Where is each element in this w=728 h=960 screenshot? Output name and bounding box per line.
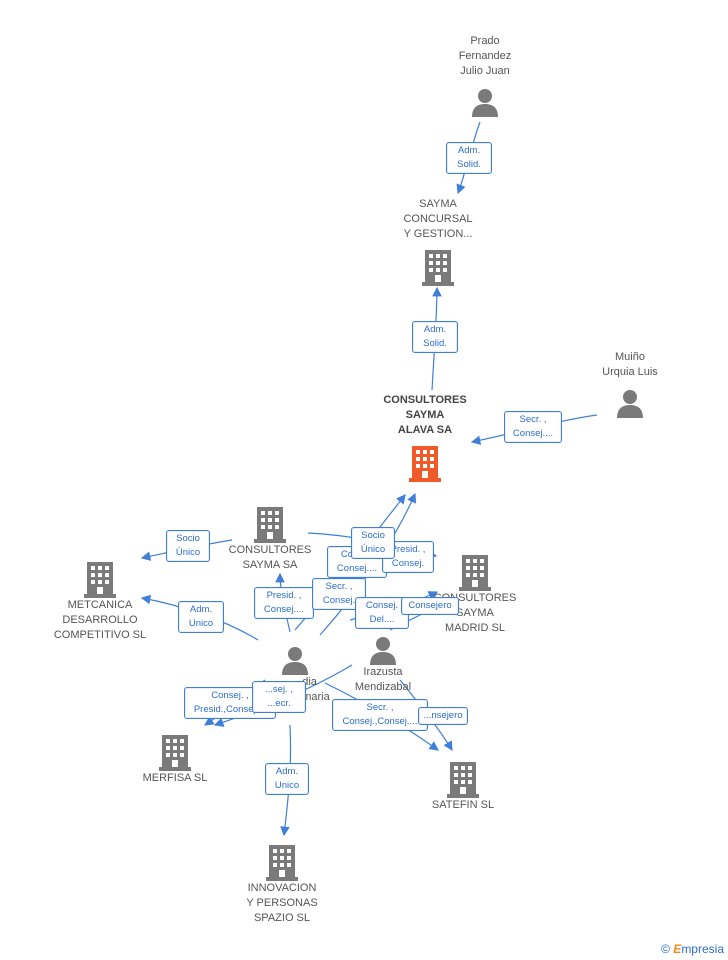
building-icon	[422, 250, 454, 286]
node-label: CONSULTORES SAYMA SA	[228, 544, 312, 571]
node-label: SAYMA CONCURSAL Y GESTION...	[403, 198, 473, 240]
footer-brand: © Empresia	[661, 942, 724, 956]
relation-label[interactable]: Presid. , Consej.	[382, 541, 434, 573]
node-innovacion[interactable]: INNOVACION Y PERSONAS SPAZIO SL	[232, 843, 332, 926]
person-icon	[472, 89, 498, 117]
node-label: Muiño Urquia Luis	[602, 351, 658, 378]
relation-label[interactable]: Consej. Del....	[355, 597, 409, 629]
node-label: SATEFIN SL	[431, 799, 495, 811]
copyright-icon: ©	[661, 942, 670, 956]
node-muino[interactable]: Muiño Urquia Luis	[585, 350, 675, 418]
building-icon	[459, 555, 491, 591]
node-label: Irazusta Mendizabal	[354, 666, 412, 693]
node-label: INNOVACION Y PERSONAS SPAZIO SL	[246, 882, 318, 924]
relation-label[interactable]: Secr. , Consej.,Consej....	[332, 699, 428, 731]
node-prado[interactable]: Prado Fernandez Julio Juan	[430, 34, 540, 117]
node-sayma-concursal[interactable]: SAYMA CONCURSAL Y GESTION...	[388, 197, 488, 286]
relation-label[interactable]: ...nsejero	[418, 707, 468, 725]
building-icon	[266, 845, 298, 881]
node-merfisa[interactable]: MERFISA SL	[130, 733, 220, 786]
relation-label[interactable]: Adm. Solid.	[412, 321, 458, 353]
person-icon	[370, 637, 396, 665]
relation-label[interactable]: Presid. , Consej....	[254, 587, 314, 619]
building-icon	[254, 507, 286, 543]
person-icon	[617, 390, 643, 418]
node-metcanica[interactable]: METCANICA DESARROLLO COMPETITIVO SL	[45, 560, 155, 643]
building-icon	[84, 562, 116, 598]
node-consultores-sa[interactable]: CONSULTORES SAYMA SA	[218, 505, 322, 573]
person-icon	[282, 647, 308, 675]
node-consultores-alava[interactable]: CONSULTORES SAYMA ALAVA SA	[370, 393, 480, 482]
building-icon	[159, 735, 191, 771]
node-label: METCANICA DESARROLLO COMPETITIVO SL	[53, 599, 147, 641]
brand-logo-letter: E	[673, 942, 682, 956]
node-satefin[interactable]: SATEFIN SL	[418, 760, 508, 813]
relation-label[interactable]: Adm. Solid.	[446, 142, 492, 174]
building-icon-main	[409, 446, 441, 482]
relation-label[interactable]: Socio Único	[351, 527, 395, 559]
relation-label[interactable]: Consejero	[401, 597, 459, 615]
node-label: MERFISA SL	[142, 772, 208, 784]
node-madrid[interactable]: CONSULTORES SAYMA MADRID SL	[425, 553, 525, 636]
brand-name: mpresia	[681, 942, 724, 956]
relation-label[interactable]: ...sej. , ...ecr.	[252, 681, 306, 713]
node-label: CONSULTORES SAYMA ALAVA SA	[383, 394, 467, 436]
relation-label[interactable]: Adm. Unico	[178, 601, 224, 633]
relation-label[interactable]: Adm. Unico	[265, 763, 309, 795]
node-irazusta[interactable]: Irazusta Mendizabal	[338, 635, 428, 695]
relation-label[interactable]: Secr. , Consej....	[504, 411, 562, 443]
node-label: Prado Fernandez Julio Juan	[458, 35, 512, 77]
building-icon	[447, 762, 479, 798]
relation-label[interactable]: Socio Único	[166, 530, 210, 562]
